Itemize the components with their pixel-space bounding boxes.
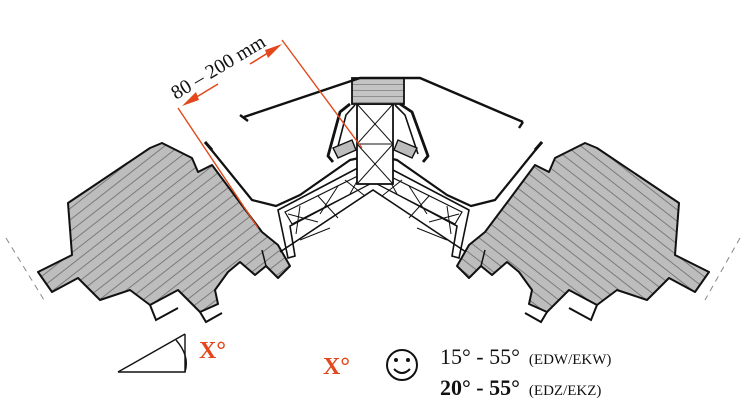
- right-window-frame-profile: [456, 142, 710, 324]
- ridge-cap-block: [351, 77, 405, 105]
- inner-clamp-left: [326, 102, 356, 163]
- angle-arc: [175, 339, 188, 373]
- dimension-arrow-right: [265, 44, 282, 58]
- legend-row-2: 20° - 55° (EDZ/EKZ): [440, 375, 601, 400]
- fixing-screws: [332, 139, 418, 159]
- legend-row-1-code: (EDW/EKW): [529, 352, 611, 368]
- left-insulation-block: [277, 158, 374, 260]
- smiley-face-icon: [386, 349, 418, 381]
- angle-marker: X°: [117, 333, 226, 373]
- left-window-frame-profile: [37, 142, 291, 324]
- legend-row-2-code: (EDZ/EKZ): [529, 383, 601, 399]
- angle-label: X°: [199, 338, 226, 364]
- dimension-extension-left: [177, 107, 259, 229]
- roof-pitch-guide-right: [704, 237, 741, 301]
- pitch-legend: X° 15° - 55° (EDW/EKW) 20° - 55° (EDZ/EK…: [323, 344, 611, 400]
- legend-row-2-range: 20° - 55°: [440, 375, 520, 400]
- inner-clamp-right: [394, 102, 430, 163]
- legend-row-1: 15° - 55° (EDW/EKW): [440, 344, 611, 369]
- dimension-arrow-left: [182, 92, 199, 106]
- ridge-center-post: [356, 103, 394, 185]
- lower-insulation-wedge: [279, 189, 467, 253]
- legend-row-1-range: 15° - 55°: [440, 344, 520, 369]
- roof-pitch-guide-left: [5, 237, 45, 301]
- dimension-extension-right: [281, 39, 363, 149]
- angle-hypotenuse: [117, 333, 186, 373]
- ridge-cover-cap: [239, 76, 524, 129]
- legend-x-label: X°: [323, 354, 350, 380]
- dimension-label: 80 – 200 mm: [167, 31, 270, 105]
